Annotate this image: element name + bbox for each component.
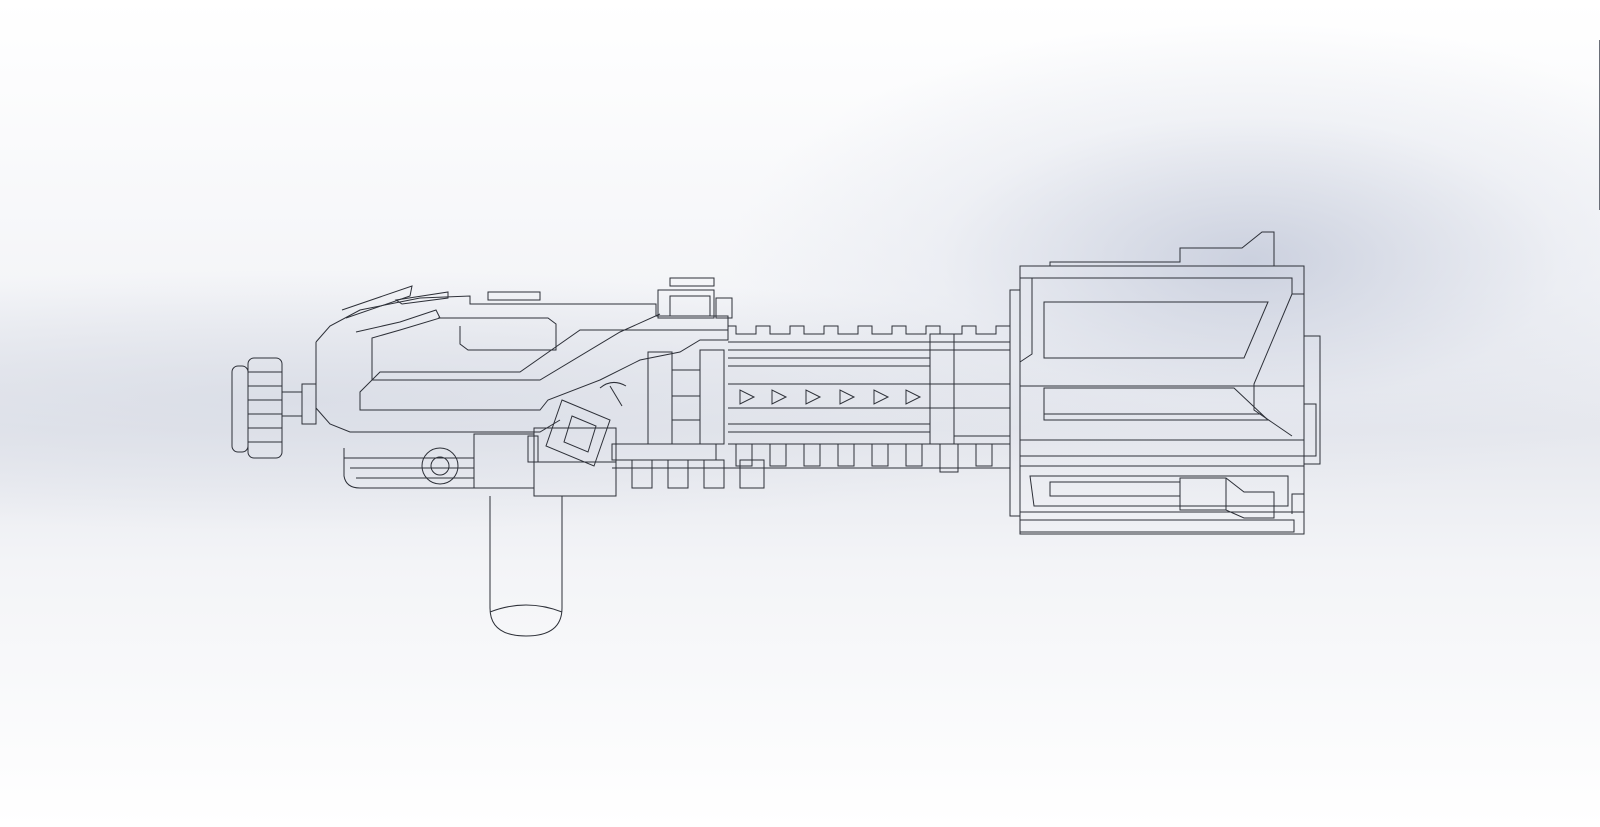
front-housing (316, 278, 732, 432)
muzzle-cap (232, 358, 316, 458)
rear-body (1010, 232, 1320, 534)
grip-handle[interactable] (490, 496, 562, 636)
angled-block (546, 382, 626, 466)
rear-lower-slot (1020, 466, 1304, 532)
mid-receiver (612, 350, 764, 488)
lower-body (344, 428, 616, 496)
barrel-assembly (612, 326, 1010, 472)
barrel-chevrons (740, 390, 920, 404)
